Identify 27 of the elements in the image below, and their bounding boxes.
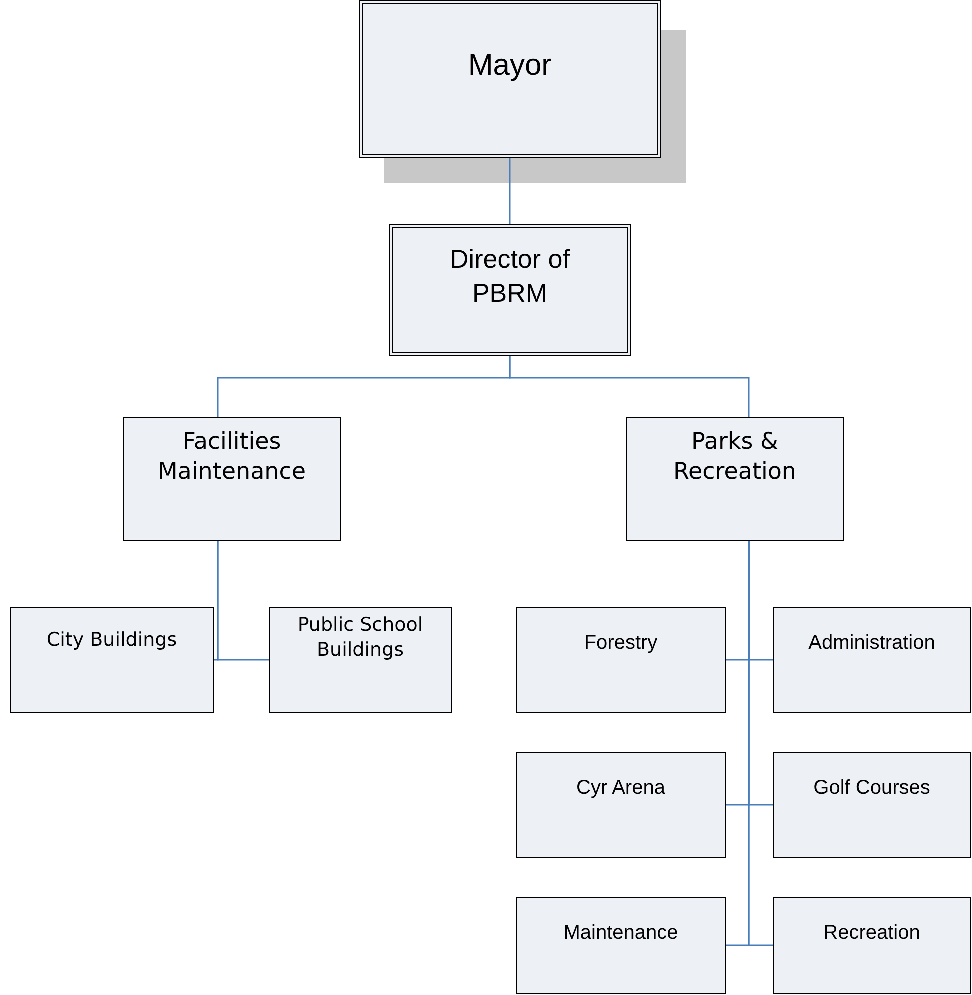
box-title: Forestry — [583, 631, 659, 656]
box-title: Facilities Maintenance — [156, 428, 308, 487]
org-box — [516, 607, 726, 713]
org-box — [516, 897, 726, 994]
box-title: Recreation — [822, 921, 922, 946]
org-box — [773, 752, 971, 858]
box-title: Parks & Recreation — [672, 428, 798, 487]
org-box — [773, 607, 971, 713]
org-box — [626, 417, 844, 541]
org-box — [269, 607, 452, 713]
org-box — [359, 0, 661, 158]
box-title: Public School Buildings — [296, 613, 424, 662]
box-title: Maintenance — [562, 921, 680, 946]
org-box — [516, 752, 726, 858]
org-box — [773, 897, 971, 994]
org-box — [10, 607, 214, 713]
org-box — [389, 224, 631, 356]
org-box — [123, 417, 341, 541]
connector-line — [217, 541, 269, 661]
box-title: Director of PBRM — [449, 243, 571, 310]
box-title: Mayor — [467, 48, 553, 84]
box-title: Cyr Arena — [576, 776, 666, 801]
connector-line — [509, 356, 750, 417]
box-title: Golf Courses — [812, 776, 932, 801]
box-title: Administration — [808, 631, 936, 656]
connector-line — [509, 158, 511, 224]
box-title: City Buildings — [46, 628, 178, 653]
